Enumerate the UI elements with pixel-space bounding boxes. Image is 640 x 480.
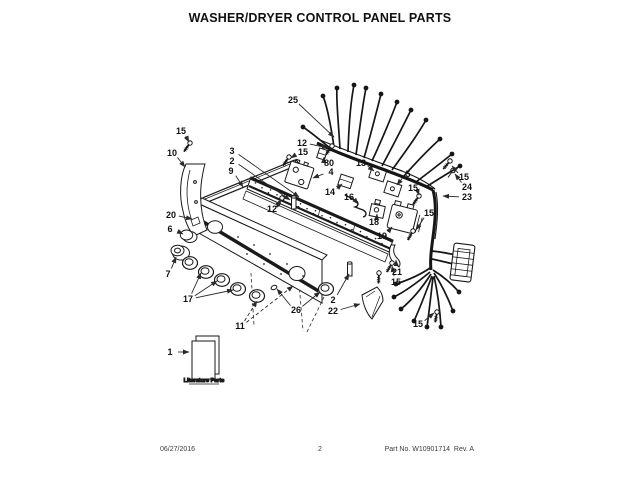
knob-bezels [181,256,335,303]
callout-4: 4 [328,167,333,177]
harness-connector-block [449,242,476,283]
callout-26: 26 [291,305,301,315]
knob-ring [317,282,335,296]
callout-12: 12 [297,138,307,148]
knob-large [170,244,190,261]
knob-ring [213,273,231,287]
callout-13: 13 [356,158,366,168]
callout-16: 16 [344,192,354,202]
callout-15: 15 [391,277,401,287]
knob-ring [181,256,199,270]
callout-18: 18 [369,217,379,227]
callout-10: 10 [167,148,177,158]
screw-icon [412,193,422,206]
harness-connectors [300,82,463,330]
callout-9: 9 [228,166,233,176]
knob-ring [229,282,247,296]
stud-pin-bottom [346,261,353,277]
screw-icon [406,228,416,241]
control-panel [196,197,328,304]
callout-12: 12 [267,204,277,214]
timer [386,199,423,234]
small-components [270,147,456,291]
callout-23: 23 [462,192,472,202]
panel-rivets [237,236,304,277]
page-title: WASHER/DRYER CONTROL PANEL PARTS [188,11,452,25]
footer-page-number: 2 [318,446,322,453]
box-14 [337,173,355,190]
callout-15: 15 [424,208,434,218]
literature-parts: Literature Parts [183,335,225,385]
screw-icon [442,158,453,170]
switch-18 [368,198,386,219]
callout-80: 80 [324,158,334,168]
stud-pin-top [290,195,297,210]
callout-22: 22 [328,306,338,316]
footer-date: 06/27/2016 [160,446,196,453]
literature-parts-label: Literature Parts [184,378,225,384]
control-module [284,158,315,190]
footer-part-number: Part No. W10901714 Rev. A [384,446,474,453]
callout-15: 15 [408,183,418,193]
callout-15: 15 [413,319,423,329]
callout-1: 1 [167,347,172,357]
callout-3: 3 [229,146,234,156]
screw-icon [376,270,382,284]
clip-26 [270,284,278,291]
knob-ring [248,289,266,303]
callout-15: 15 [459,172,469,182]
callout-15: 15 [176,126,186,136]
callout-5: 5 [405,169,410,179]
wire-harness [300,82,476,330]
callout-19: 19 [377,231,387,241]
callout-14: 14 [325,187,335,197]
screw-icon [433,309,440,323]
callout-11: 11 [235,321,245,331]
callout-21: 21 [392,267,402,277]
callout-2: 2 [330,295,335,305]
callout-17: 17 [183,294,193,304]
screw-icon [183,140,193,153]
page-footer: 06/27/2016 2 Part No. W10901714 Rev. A [0,446,640,458]
switch-5 [383,180,403,198]
callout-24: 24 [462,182,472,192]
callout-7: 7 [165,269,170,279]
callout-25: 25 [288,95,298,105]
callout-20: 20 [166,210,176,220]
right-end-cap [361,286,384,320]
callout-6: 6 [167,224,172,234]
knob-ring [197,265,215,279]
callout-leader-lines [170,103,462,355]
callout-15: 15 [298,147,308,157]
callout-2: 2 [229,156,234,166]
